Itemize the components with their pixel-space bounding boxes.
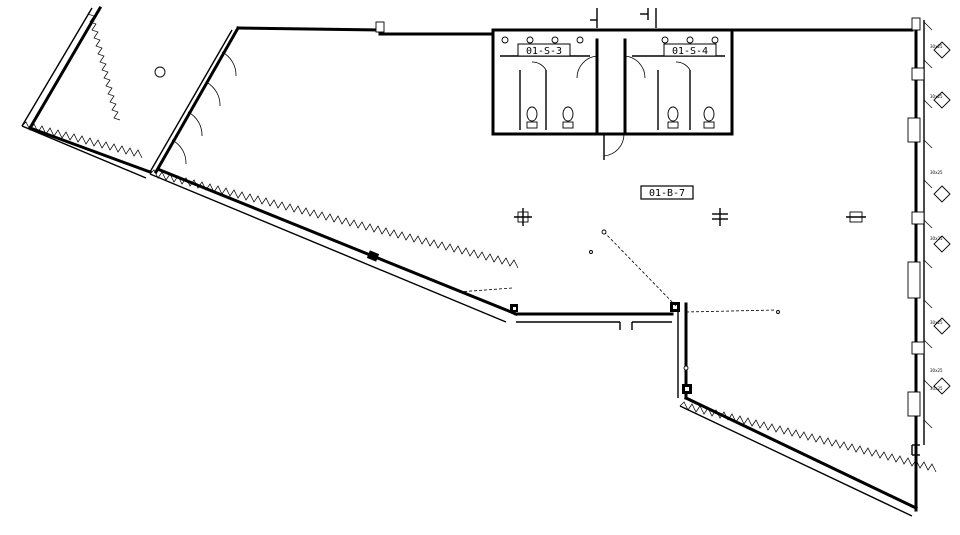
light-fixture-symbol [846, 211, 866, 223]
room-label-01-s-3: 01-S-3 [526, 46, 562, 57]
window-tag [933, 317, 951, 335]
window-size-label: 30x25 [930, 236, 943, 241]
light-fixture-symbol [712, 208, 728, 226]
window-size-label: 30x25 [930, 386, 943, 391]
room-label-01-b-7: 01-B-7 [649, 188, 685, 199]
room-tag-01-b-7: 01-B-7 [640, 185, 694, 200]
window-size-label: 30x25 [930, 170, 943, 175]
window-tag [933, 377, 951, 395]
window-tag [933, 185, 951, 203]
room-tag-01-s-3: 01-S-3 [517, 43, 571, 57]
exterior-walls [21, 5, 937, 517]
ceiling-fixtures [366, 208, 866, 394]
window-size-label: 30x25 [930, 368, 943, 373]
window-size-label: 30x25 [930, 320, 943, 325]
window-tag [933, 235, 951, 253]
washroom-block [491, 8, 734, 160]
light-fixture-symbol [514, 208, 532, 226]
room-tag-01-s-4: 01-S-4 [663, 43, 717, 57]
room-label-01-s-4: 01-S-4 [672, 46, 708, 57]
window-tags: 30x25 30x25 30x25 30x25 30x25 30x25 30x2… [930, 41, 951, 395]
window-size-label: 30x25 [930, 44, 943, 49]
window-size-label: 30x25 [930, 94, 943, 99]
window-tag [933, 41, 951, 59]
window-tag [933, 91, 951, 109]
